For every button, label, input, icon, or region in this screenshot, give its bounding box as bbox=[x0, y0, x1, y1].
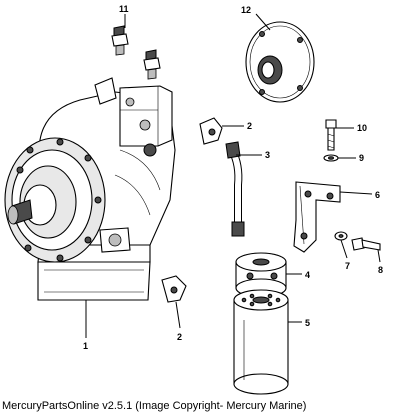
callout-9: 9 bbox=[359, 153, 364, 163]
washer-7[interactable] bbox=[334, 231, 348, 241]
callout-3: 3 bbox=[265, 150, 270, 160]
callout-2-upper: 2 bbox=[247, 121, 252, 131]
transmission-assembly[interactable] bbox=[4, 77, 176, 301]
bolt-8[interactable] bbox=[351, 237, 381, 251]
callout-5: 5 bbox=[305, 318, 310, 328]
bolt-10[interactable] bbox=[325, 119, 337, 151]
leader-lines bbox=[85, 13, 381, 338]
hose-3[interactable] bbox=[225, 141, 245, 237]
callout-10: 10 bbox=[357, 123, 367, 133]
elbow-fitting-2-lower[interactable] bbox=[161, 275, 187, 303]
copyright-footer: MercuryPartsOnline v2.5.1 (Image Copyrig… bbox=[2, 400, 307, 412]
cover-plate-12[interactable] bbox=[245, 21, 315, 103]
washer-9[interactable] bbox=[323, 154, 339, 162]
callout-11: 11 bbox=[119, 4, 129, 14]
callout-1: 1 bbox=[83, 341, 88, 351]
callout-2-lower: 2 bbox=[177, 332, 182, 342]
callout-4: 4 bbox=[305, 270, 310, 280]
callout-labels: 11 12 2 3 10 9 6 7 8 4 5 2 1 bbox=[83, 4, 383, 351]
callout-12: 12 bbox=[241, 5, 251, 15]
callout-7: 7 bbox=[345, 261, 350, 271]
fitting-11[interactable] bbox=[111, 25, 161, 80]
elbow-fitting-2-upper[interactable] bbox=[199, 117, 223, 145]
callout-6: 6 bbox=[375, 190, 380, 200]
oil-filter-5[interactable] bbox=[233, 289, 289, 395]
bracket-6[interactable] bbox=[293, 181, 341, 253]
callout-8: 8 bbox=[378, 265, 383, 275]
